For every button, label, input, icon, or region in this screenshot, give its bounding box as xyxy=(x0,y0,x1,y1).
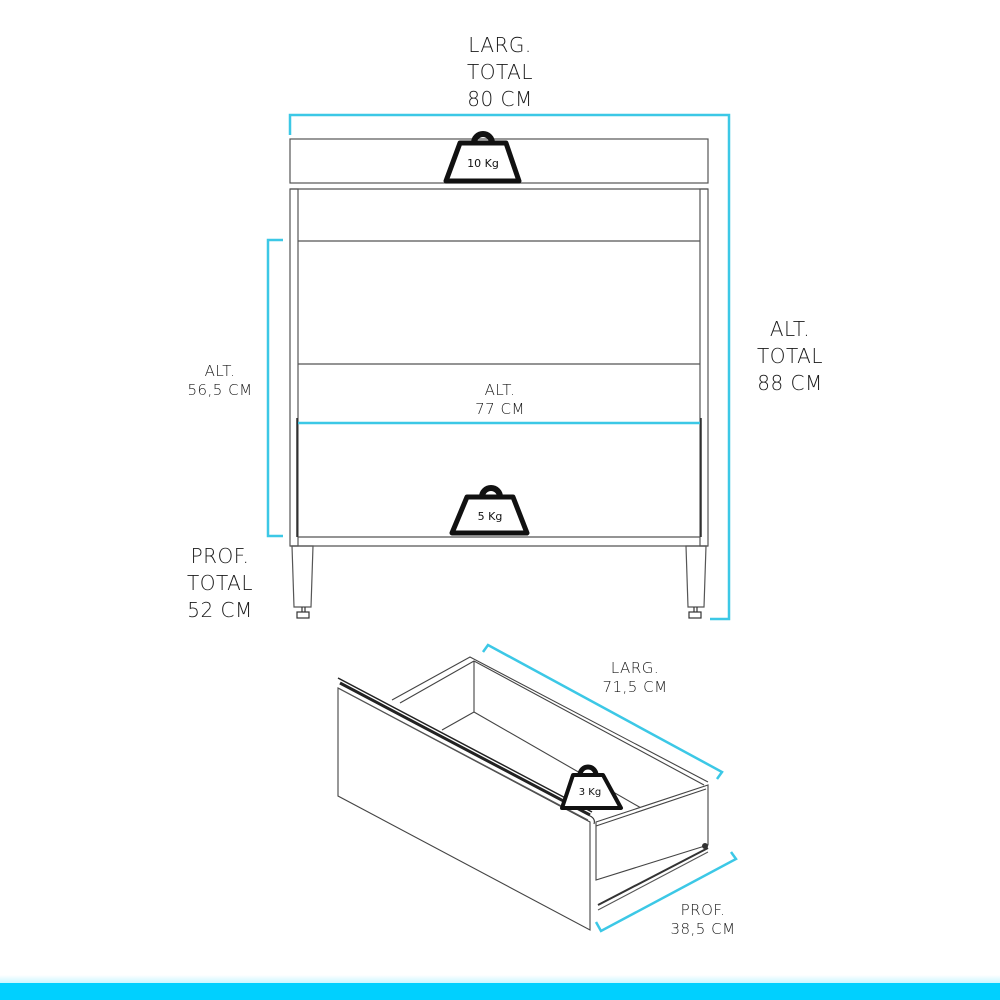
drawer-width-dimension-line xyxy=(481,643,724,780)
cabinet-depth-label-line1: PROF. xyxy=(190,544,250,568)
cabinet-total-height-label-line2: TOTAL xyxy=(757,344,823,368)
cabinet-width-label-line2: TOTAL xyxy=(467,60,533,84)
cabinet-interior-height-label-line1: ALT. xyxy=(484,381,516,399)
cabinet-interior-height-label-line2: 77 CM xyxy=(475,400,525,418)
drawer-front-panel xyxy=(337,687,591,931)
drawer-depth-dimension-line xyxy=(594,851,738,933)
bottom-accent-stripe xyxy=(0,983,1000,1000)
cabinet-depth-label: PROF. TOTAL 52 CM xyxy=(160,543,280,624)
cabinet-right-foot xyxy=(688,607,702,619)
drawer-width-label-line1: LARG. xyxy=(610,659,660,677)
drawer-depth-label-line2: 38,5 CM xyxy=(670,920,736,938)
cabinet-inner-height-label-line2: 56,5 CM xyxy=(187,381,253,399)
cabinet-total-height-label-line1: ALT. xyxy=(769,317,811,341)
inner-height-dimension-line xyxy=(266,238,283,538)
drawer-depth-label: PROF. 38,5 CM xyxy=(648,901,758,939)
cabinet-right-leg xyxy=(685,545,707,608)
weight-icon xyxy=(449,485,530,536)
cabinet-interior-height-label: ALT. 77 CM xyxy=(440,381,560,419)
cabinet-depth-label-line2: TOTAL xyxy=(187,571,253,595)
bottom-stripe-fade xyxy=(0,975,1000,983)
weight-icon xyxy=(443,131,522,184)
weight-icon xyxy=(560,764,623,810)
cabinet-left-leg xyxy=(291,545,314,608)
cabinet-width-label-line3: 80 CM xyxy=(467,87,533,111)
cabinet-inner-height-label: ALT. 56,5 CM xyxy=(165,362,275,400)
cabinet-width-label: LARG. TOTAL 80 CM xyxy=(440,32,560,113)
top-weight-label: 10 Kg xyxy=(467,157,499,170)
drawer-width-label: LARG. 71,5 CM xyxy=(580,659,690,697)
cabinet-drawing xyxy=(289,138,709,619)
cabinet-total-height-label-line3: 88 CM xyxy=(757,371,823,395)
cabinet-dimension-lines xyxy=(266,113,731,621)
cabinet-left-foot xyxy=(296,607,310,619)
drawer-weight-label: 3 Kg xyxy=(578,787,602,798)
cabinet-depth-label-line3: 52 CM xyxy=(187,598,253,622)
width-dimension-line xyxy=(288,113,731,621)
cabinet-inner-height-label-line1: ALT. xyxy=(204,362,236,380)
drawer-depth-label-line1: PROF. xyxy=(680,901,726,919)
cabinet-width-label-line1: LARG. xyxy=(468,33,532,57)
drawer-width-label-line2: 71,5 CM xyxy=(602,678,668,696)
bottom-weight-label: 5 Kg xyxy=(477,510,503,523)
drawer-drawing xyxy=(337,656,709,931)
cabinet-total-height-label: ALT. TOTAL 88 CM xyxy=(725,316,855,397)
drawer-dimension-lines xyxy=(481,643,738,933)
